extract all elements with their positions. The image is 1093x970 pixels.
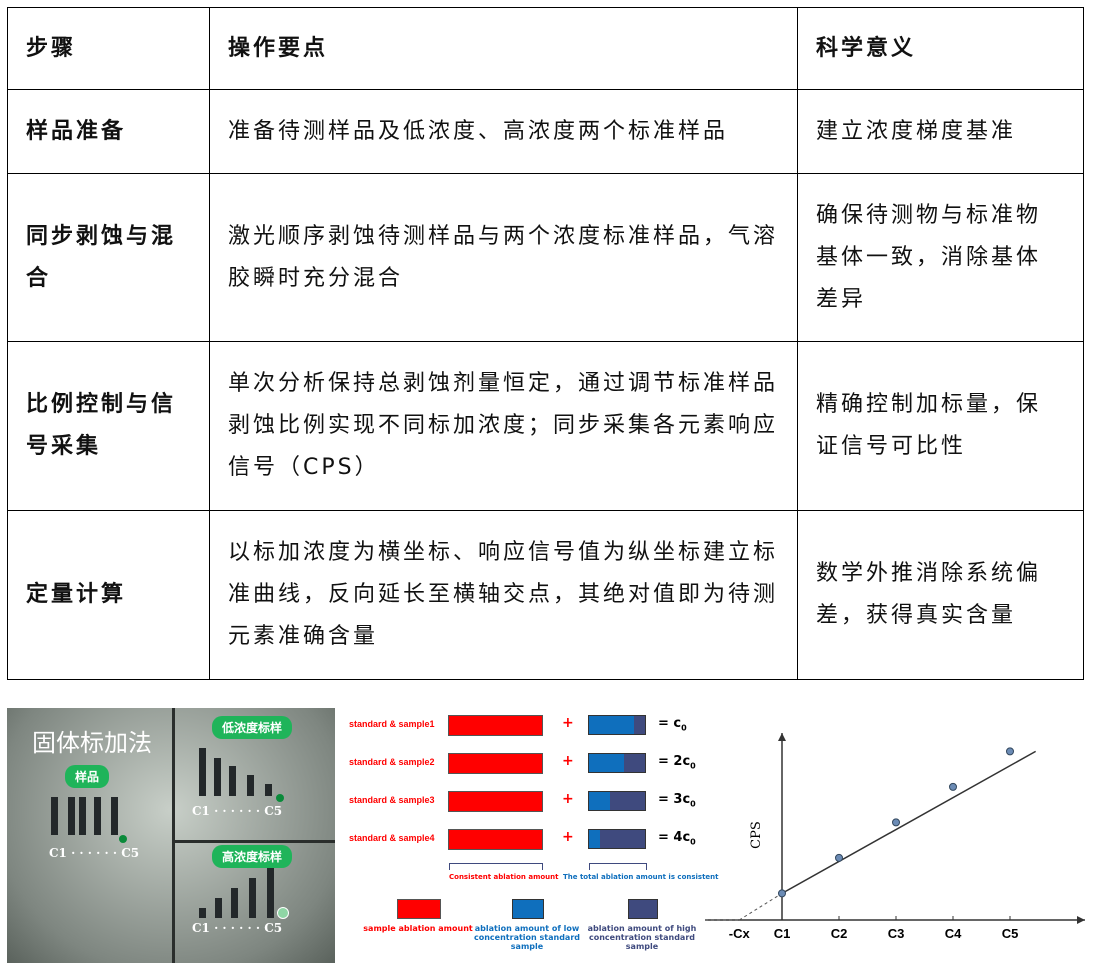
x-tick-label: C5: [1002, 926, 1019, 941]
divider: [172, 840, 335, 843]
header-operation: 操作要点: [209, 7, 798, 90]
standard-bar: [588, 715, 646, 735]
divider: [172, 708, 175, 963]
x-tick-label: C2: [831, 926, 848, 941]
sample-bar: [448, 791, 543, 812]
ablation-line: [94, 797, 101, 835]
standard-bar: [588, 791, 646, 811]
x-tick-label: C3: [888, 926, 905, 941]
standard-bar: [588, 829, 646, 849]
operation-cell: 以标加浓度为横坐标、响应信号值为纵坐标建立标准曲线，反向延长至横轴交点，其绝对值…: [209, 510, 798, 680]
procedure-table: 步骤 操作要点 科学意义 样品准备 准备待测样品及低浓度、高浓度两个标准样品 建…: [7, 7, 1084, 680]
row-label: standard & sample3: [349, 795, 435, 805]
laser-spot: [276, 794, 284, 802]
step-cell: 同步剥蚀与混合: [7, 173, 210, 342]
bracket: [589, 863, 647, 870]
standard-bar: [588, 753, 646, 773]
step-cell: 比例控制与信号采集: [7, 341, 210, 511]
c-label: C1 · · · · · · C5: [192, 804, 283, 818]
legend-swatch-sample: [397, 899, 441, 919]
data-point: [892, 818, 900, 827]
data-point: [1006, 747, 1014, 756]
significance-cell: 数学外推消除系统偏差，获得真实含量: [797, 510, 1084, 680]
legend-high: ablation amount of high concentration st…: [587, 924, 697, 951]
photo-title: 固体标加法: [32, 729, 152, 757]
plus-sign: +: [562, 753, 574, 769]
table-row: 定量计算 以标加浓度为横坐标、响应信号值为纵坐标建立标准曲线，反向延长至横轴交点…: [7, 510, 1084, 680]
ablation-line: [111, 797, 118, 835]
ablation-line: [247, 775, 254, 796]
operation-cell: 准备待测样品及低浓度、高浓度两个标准样品: [209, 89, 798, 174]
ablation-line: [265, 784, 272, 796]
result-label: = 3c0: [658, 792, 696, 809]
microscope-photo: 固体标加法 样品 低浓度标样 高浓度标样 C1 · · · · · · C5 C…: [7, 708, 335, 963]
table-row: 比例控制与信号采集 单次分析保持总剥蚀剂量恒定，通过调节标准样品剥蚀比例实现不同…: [7, 341, 1084, 511]
low-badge: 低浓度标样: [212, 716, 293, 739]
c-label: C1 · · · · · · C5: [192, 921, 283, 935]
legend-swatch-high: [628, 899, 658, 919]
sample-bar: [448, 753, 543, 774]
operation-cell: 单次分析保持总剥蚀剂量恒定，通过调节标准样品剥蚀比例实现不同标加浓度；同步采集各…: [209, 341, 798, 511]
legend-sample: sample ablation amount: [363, 924, 473, 933]
sample-badge: 样品: [65, 765, 110, 788]
table-row: 样品准备 准备待测样品及低浓度、高浓度两个标准样品 建立浓度梯度基准: [7, 89, 1084, 174]
bracket: [449, 863, 543, 870]
right-caption: The total ablation amount is consistent: [563, 873, 719, 881]
x-tick-label: C4: [945, 926, 962, 941]
plus-sign: +: [562, 829, 574, 845]
laser-spot: [119, 835, 127, 843]
result-label: = 2c0: [658, 754, 696, 771]
ablation-line: [199, 908, 206, 918]
y-axis-label: CPS: [749, 821, 764, 849]
result-label: = c0: [658, 716, 687, 733]
sample-bar: [448, 829, 543, 850]
header-significance: 科学意义: [797, 7, 1084, 90]
plus-sign: +: [562, 791, 574, 807]
row-label: standard & sample1: [349, 719, 435, 729]
ablation-line: [51, 797, 58, 835]
significance-cell: 精确控制加标量，保证信号可比性: [797, 341, 1084, 511]
ablation-line: [215, 898, 222, 918]
significance-cell: 建立浓度梯度基准: [797, 89, 1084, 174]
ablation-line: [79, 797, 86, 835]
extrapolation-line: [738, 892, 783, 921]
significance-cell: 确保待测物与标准物基体一致，消除基体差异: [797, 173, 1084, 342]
row-label: standard & sample2: [349, 757, 435, 767]
standard-addition-plot: CPS -Cx C1 C2 C3 C4 C5: [705, 733, 1085, 941]
row-label: standard & sample4: [349, 833, 435, 843]
x-axis-arrow: [1077, 916, 1085, 924]
data-point: [778, 889, 786, 898]
c-label: C1 · · · · · · C5: [49, 846, 140, 860]
ablation-line: [267, 868, 274, 918]
high-badge: 高浓度标样: [212, 845, 293, 868]
ablation-line: [199, 748, 206, 796]
legend-low: ablation amount of low concentration sta…: [474, 924, 580, 951]
sample-bar: [448, 715, 543, 736]
ablation-line: [229, 766, 236, 796]
fit-line: [781, 750, 1037, 895]
x-tick-label: C1: [774, 926, 791, 941]
ablation-line: [231, 888, 238, 918]
laser-spot: [277, 907, 289, 919]
data-point: [835, 853, 843, 862]
ablation-diagram: standard & sample1 + = c0 standard & samp…: [345, 705, 719, 965]
step-cell: 定量计算: [7, 510, 210, 680]
x-tick-label: -Cx: [729, 926, 751, 941]
step-cell: 样品准备: [7, 89, 210, 174]
data-point: [949, 782, 957, 791]
legend-swatch-low: [512, 899, 544, 919]
ablation-line: [214, 758, 221, 796]
result-label: = 4c0: [658, 830, 696, 847]
table-row: 同步剥蚀与混合 激光顺序剥蚀待测样品与两个浓度标准样品，气溶胶瞬时充分混合 确保…: [7, 173, 1084, 342]
operation-cell: 激光顺序剥蚀待测样品与两个浓度标准样品，气溶胶瞬时充分混合: [209, 173, 798, 342]
left-caption: Consistent ablation amount: [449, 873, 559, 881]
y-axis-arrow: [778, 733, 786, 741]
ablation-line: [68, 797, 75, 835]
plus-sign: +: [562, 715, 574, 731]
header-step: 步骤: [7, 7, 210, 90]
ablation-line: [249, 878, 256, 918]
